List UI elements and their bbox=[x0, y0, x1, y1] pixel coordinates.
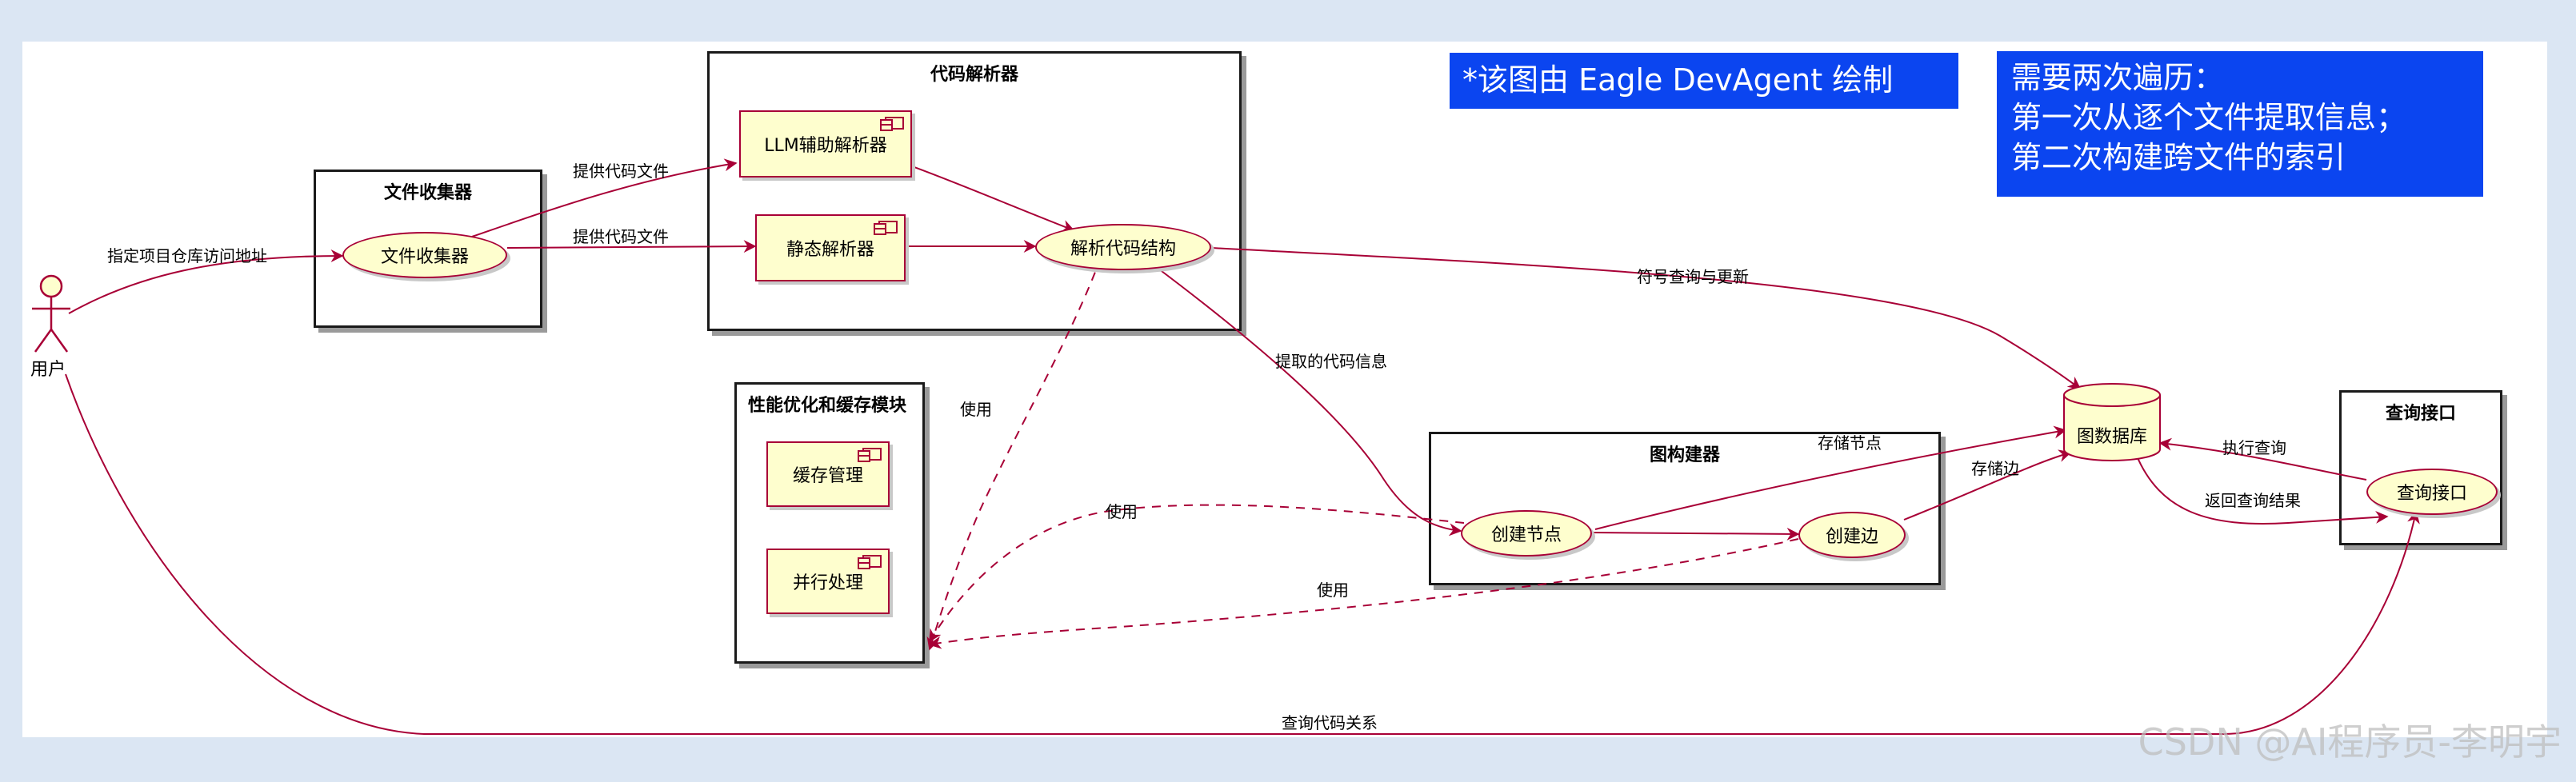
edge-return-result bbox=[2135, 453, 2389, 525]
traversal-note-line-1: 需要两次遍历： bbox=[2011, 60, 2225, 95]
component-llm-parser: LLM辅助解析器 bbox=[739, 110, 912, 178]
edge-label-store-edge: 存储边 bbox=[1971, 459, 2019, 478]
usecase-file-collector: 文件收集器 bbox=[342, 232, 507, 278]
author-note-text: *该图由 Eagle DevAgent 绘制 bbox=[1462, 62, 1894, 98]
edge-label-use-2: 使用 bbox=[1106, 502, 1138, 521]
edge-query-relation bbox=[65, 373, 2420, 735]
edge-provide-files-1 bbox=[471, 158, 738, 237]
package-title: 文件收集器 bbox=[383, 183, 472, 203]
edge-label-query-relation: 查询代码关系 bbox=[1282, 713, 1378, 732]
traversal-note: 需要两次遍历： 第一次从逐个文件提取信息； 第二次构建跨文件的索引 bbox=[1997, 51, 2483, 197]
edge-specify-repo bbox=[68, 249, 344, 314]
actor-label: 用户 bbox=[30, 360, 66, 380]
component-label: 静态解析器 bbox=[786, 240, 874, 260]
edge-label-execute-query: 执行查询 bbox=[2222, 438, 2286, 457]
component-parallel: 并行处理 bbox=[766, 549, 890, 614]
edge-provide-files-2 bbox=[506, 240, 757, 253]
edge-store-edge bbox=[1903, 449, 2072, 521]
package-graph-builder: 图构建器 bbox=[1429, 432, 1941, 585]
traversal-note-line-2: 第一次从逐个文件提取信息； bbox=[2011, 100, 2407, 135]
package-title: 代码解析器 bbox=[930, 65, 1018, 85]
edge-label-specify-repo: 指定项目仓库访问地址 bbox=[107, 246, 267, 265]
edge-label-provide-files-2: 提供代码文件 bbox=[573, 227, 669, 246]
package-perf-cache: 性能优化和缓存模块 bbox=[734, 382, 925, 664]
edge-llm-to-parse bbox=[911, 166, 1075, 233]
package-query-interface: 查询接口 bbox=[2339, 390, 2502, 545]
edge-extracted-info bbox=[1151, 263, 1462, 537]
edge-label-symbol-query: 符号查询与更新 bbox=[1637, 267, 1749, 286]
edge-store-node bbox=[1594, 425, 2067, 530]
package-title: 查询接口 bbox=[2385, 404, 2456, 424]
component-label: 并行处理 bbox=[792, 573, 863, 593]
usecase-query-interface: 查询接口 bbox=[2366, 469, 2498, 515]
usecase-create-node: 创建节点 bbox=[1461, 510, 1592, 557]
component-static-parser: 静态解析器 bbox=[755, 214, 906, 281]
component-icon bbox=[858, 555, 882, 569]
edge-use-2 bbox=[929, 504, 1465, 643]
component-cache-mgmt: 缓存管理 bbox=[766, 441, 890, 507]
edge-label-provide-files-1: 提供代码文件 bbox=[573, 162, 669, 181]
component-icon bbox=[858, 448, 882, 462]
component-icon bbox=[880, 117, 904, 131]
author-note: *该图由 Eagle DevAgent 绘制 bbox=[1450, 53, 1958, 109]
edge-execute-query bbox=[2158, 437, 2367, 481]
edge-label-extracted-info: 提取的代码信息 bbox=[1275, 352, 1387, 371]
actor-stick-figure bbox=[32, 274, 70, 353]
edge-label-use-1: 使用 bbox=[960, 400, 992, 419]
edge-symbol-query bbox=[1210, 247, 2082, 389]
edge-label-return-result: 返回查询结果 bbox=[2205, 491, 2301, 510]
component-icon bbox=[874, 221, 898, 235]
usecase-create-edge: 创建边 bbox=[1798, 512, 1906, 558]
watermark: CSDN @AI程序员-李明宇 bbox=[2138, 720, 2562, 764]
package-title: 图构建器 bbox=[1649, 445, 1720, 465]
component-label: LLM辅助解析器 bbox=[764, 136, 887, 156]
edge-label-store-node: 存储节点 bbox=[1818, 433, 1882, 453]
database-label: 图数据库 bbox=[2077, 427, 2148, 447]
traversal-note-line-3: 第二次构建跨文件的索引 bbox=[2011, 140, 2346, 175]
usecase-parse-structure: 解析代码结构 bbox=[1035, 224, 1211, 270]
edge-use-1 bbox=[926, 257, 1102, 651]
edge-node-to-edge bbox=[1591, 527, 1800, 541]
database-cylinder bbox=[2063, 383, 2161, 461]
edge-use-3 bbox=[928, 538, 1799, 649]
component-label: 缓存管理 bbox=[792, 466, 863, 486]
edge-label-use-3: 使用 bbox=[1317, 581, 1349, 600]
package-title: 性能优化和缓存模块 bbox=[748, 396, 907, 416]
